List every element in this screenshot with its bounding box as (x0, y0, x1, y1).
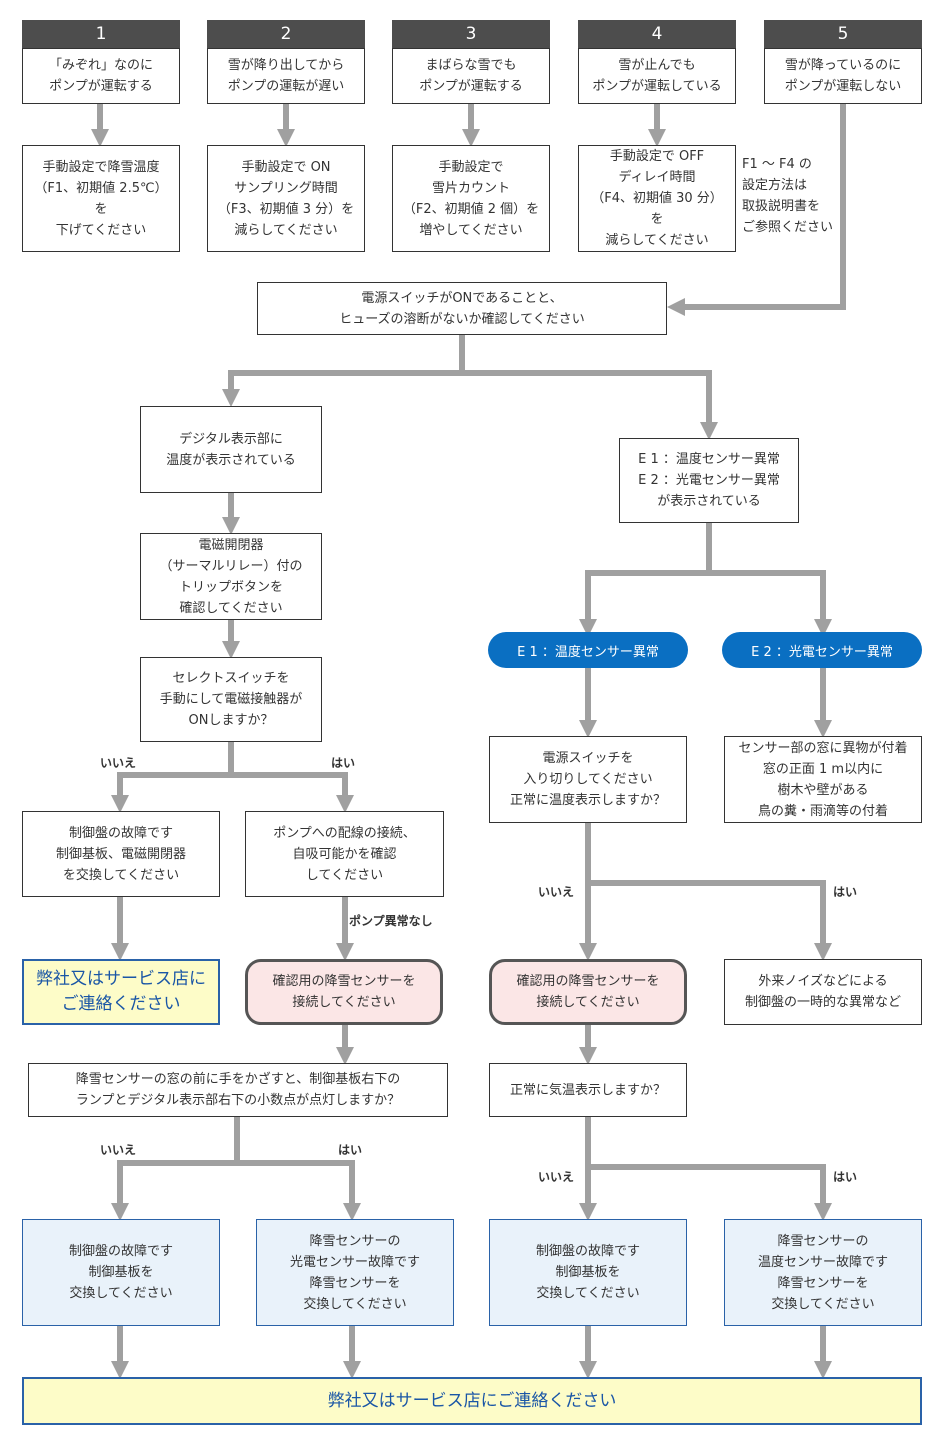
power-cycle-no-label: いいえ (538, 885, 575, 899)
e2-photo-sensor-error: E 2 ：光電センサー異常 (722, 632, 922, 668)
pump-wiring-check: ポンプへの配線の接続、 自吸可能かを確認 してください (245, 811, 444, 897)
column-1-number: 1 (22, 20, 180, 48)
replace-board-left: 制御盤の故障です 制御基板を 交換してください (22, 1219, 220, 1326)
power-cycle-question: 電源スイッチを 入り切りしてください 正常に温度表示しますか？ (489, 736, 687, 823)
control-board-fault: 制御盤の故障です 制御基板、電磁開閉器 を交換してください (22, 811, 220, 897)
power-check: 電源スイッチがONであることと、 ヒューズの溶断がないか確認してください (257, 282, 667, 335)
trip-button-check: 電磁開閉器 （サーマルリレー）付の トリップボタンを 確認してください (140, 533, 322, 620)
column-2-number: 2 (207, 20, 365, 48)
foreign-matter-check: センサー部の窓に異物が付着 窓の正面 1 m以内に 樹木や壁がある 鳥の糞・雨滴… (724, 736, 922, 823)
temp-sensor-fault: 降雪センサーの 温度センサー故障です 降雪センサーを 交換してください (724, 1219, 922, 1326)
photo-sensor-fault: 降雪センサーの 光電センサー故障です 降雪センサーを 交換してください (256, 1219, 454, 1326)
contact-dealer-box: 弊社又はサービス店に ご連絡ください (22, 959, 220, 1025)
replace-board-right: 制御盤の故障です 制御基板を 交換してください (489, 1219, 687, 1326)
column-5-symptom: 雪が降っているのに ポンプが運転しない (764, 48, 922, 104)
select-no-label: いいえ (100, 756, 137, 770)
column-4-symptom: 雪が止んでも ポンプが運転している (578, 48, 736, 104)
hand-test-no-label: いいえ (100, 1143, 137, 1157)
column-1-symptom: 「みぞれ」なのに ポンプが運転する (22, 48, 180, 104)
hand-test-question: 降雪センサーの窓の前に手をかざすと、制御基板右下の ランプとデジタル表示部右下の… (28, 1063, 448, 1117)
power-cycle-yes-label: はい (833, 885, 858, 899)
column-3-symptom: まばらな雪でも ポンプが運転する (392, 48, 550, 104)
column-3-action: 手動設定で 雪片カウント （F2、初期値 2 個）を 増やしてください (392, 145, 550, 252)
connect-test-sensor-right: 確認用の降雪センサーを 接続してください (489, 959, 687, 1025)
external-noise: 外来ノイズなどによる 制御盤の一時的な異常など (724, 959, 922, 1025)
temp-display-check: デジタル表示部に 温度が表示されている (140, 406, 322, 493)
column-2-symptom: 雪が降り出してから ポンプの運転が遅い (207, 48, 365, 104)
error-display-check: E 1 ：温度センサー異常 E 2 ：光電センサー異常 が表示されている (619, 438, 799, 523)
final-contact-dealer: 弊社又はサービス店にご連絡ください (22, 1377, 922, 1425)
e1-temp-sensor-error: E 1 ：温度センサー異常 (488, 632, 688, 668)
column-4-action: 手動設定で OFF ディレイ時間 （F4、初期値 30 分）を 減らしてください (578, 145, 736, 252)
column-5-number: 5 (764, 20, 922, 48)
select-switch-question: セレクトスイッチを 手動にして電磁接触器が ONしますか？ (140, 657, 322, 742)
settings-note: F1 ～ F4 の 設定方法は 取扱説明書を ご参照ください (742, 157, 834, 235)
connect-test-sensor-left: 確認用の降雪センサーを 接続してください (245, 959, 443, 1025)
temp-normal-yes-label: はい (833, 1170, 858, 1184)
select-yes-label: はい (331, 756, 356, 770)
column-4-number: 4 (578, 20, 736, 48)
column-2-action: 手動設定で ON サンプリング時間 （F3、初期値 3 分）を 減らしてください (207, 145, 365, 252)
temp-normal-no-label: いいえ (538, 1170, 575, 1184)
hand-test-yes-label: はい (338, 1143, 363, 1157)
temp-normal-question: 正常に気温表示しますか？ (489, 1063, 687, 1117)
pump-ok-label: ポンプ異常なし (349, 914, 433, 928)
column-1-action: 手動設定で降雪温度 （F1、初期値 2.5℃）を 下げてください (22, 145, 180, 252)
column-3-number: 3 (392, 20, 550, 48)
